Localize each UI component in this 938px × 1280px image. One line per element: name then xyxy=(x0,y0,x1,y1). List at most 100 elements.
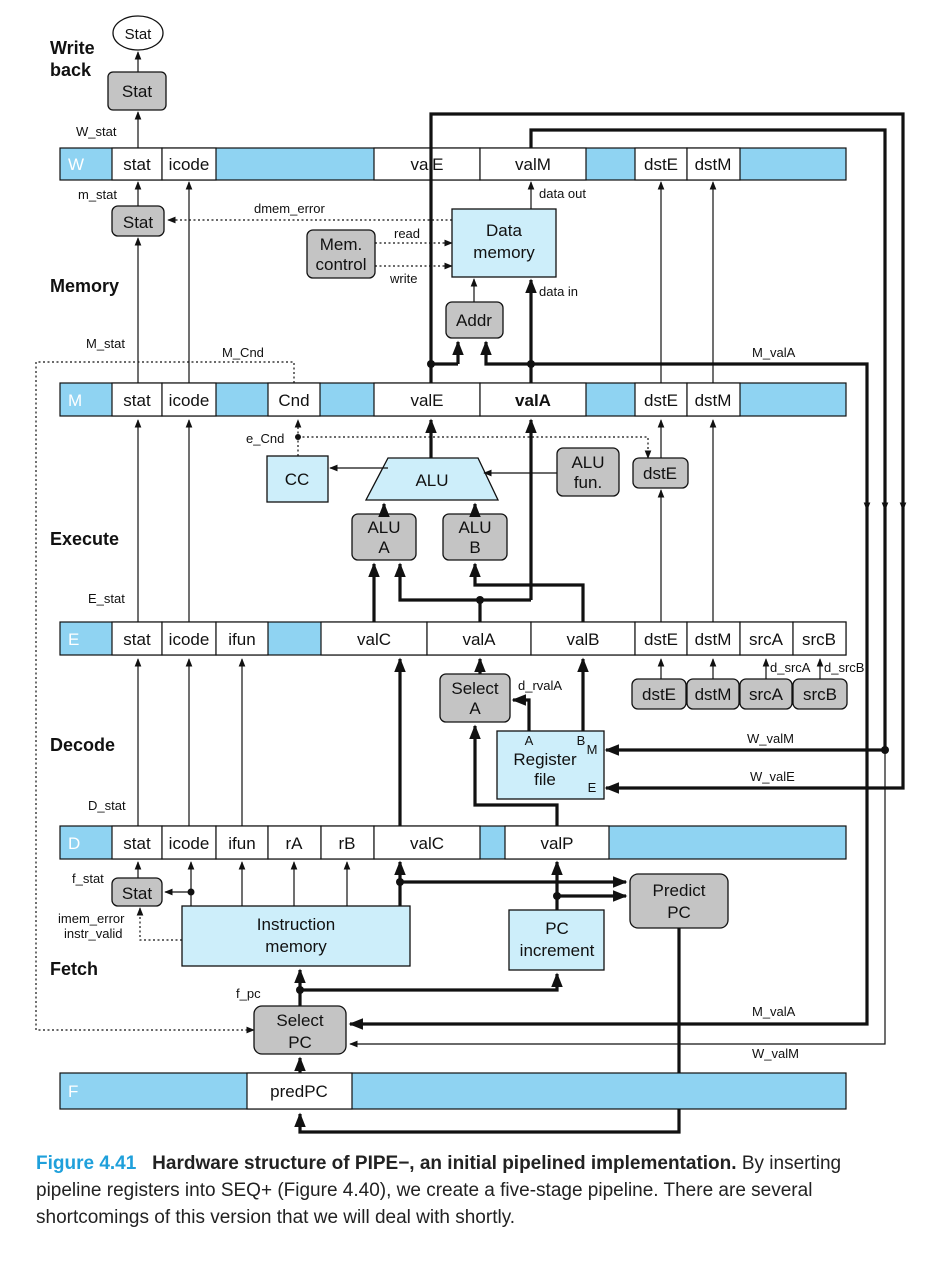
regfile-port-E: E xyxy=(588,780,597,795)
select-a-label-1: Select xyxy=(451,679,499,698)
dstE-execute-label: dstE xyxy=(643,464,677,483)
alu-a-block: ALU A xyxy=(351,513,417,561)
D-field-ifun: ifun xyxy=(228,834,255,853)
signal-dmem_error: dmem_error xyxy=(254,201,325,216)
signal-D_stat: D_stat xyxy=(88,798,126,813)
stat-fetch-block: Stat xyxy=(111,877,163,907)
alu-b-block: ALU B xyxy=(442,513,508,561)
data-memory-label-2: memory xyxy=(473,243,535,262)
stage-label-memory: Memory xyxy=(50,276,119,296)
E-field-srcB: srcB xyxy=(802,630,836,649)
instruction-memory-label-1: Instruction xyxy=(257,915,335,934)
M-field-icode: icode xyxy=(169,391,210,410)
stage-label-writeback-2: back xyxy=(50,60,92,80)
mem-control-block: Mem. control xyxy=(306,229,376,279)
E-field-valC: valC xyxy=(357,630,391,649)
select-a-label-2: A xyxy=(469,699,481,718)
alu-block: ALU xyxy=(364,457,500,501)
alu-b-label-2: B xyxy=(469,538,480,557)
register-file-block: A B M E Register file xyxy=(496,730,605,800)
stage-label-writeback-1: Write xyxy=(50,38,95,58)
alu-fun-block: ALU fun. xyxy=(556,447,620,497)
stat-memory-block: Stat xyxy=(111,205,165,237)
signal-M_stat: M_stat xyxy=(86,336,125,351)
stat-fetch-label: Stat xyxy=(122,884,153,903)
register-file-label-2: file xyxy=(534,770,556,789)
signal-M_valA-top: M_valA xyxy=(752,345,796,360)
signal-instr_valid: instr_valid xyxy=(64,926,123,941)
stage-label-decode: Decode xyxy=(50,735,115,755)
M-field-valA: valA xyxy=(515,391,551,410)
E-field-icode: icode xyxy=(169,630,210,649)
D-field-rB: rB xyxy=(339,834,356,853)
signal-read: read xyxy=(394,226,420,241)
M-field-valE: valE xyxy=(410,391,443,410)
caption-body: By inserting pipeline registers into SEQ… xyxy=(36,1153,842,1228)
stat-output-ellipse xyxy=(112,15,164,51)
register-F-name: F xyxy=(68,1082,78,1101)
predict-pc-label-2: PC xyxy=(667,903,691,922)
signal-m_stat: m_stat xyxy=(78,187,117,202)
select-pc-block: Select PC xyxy=(253,1005,347,1055)
cc-block: CC xyxy=(266,455,329,503)
data-memory-label-1: Data xyxy=(486,221,522,240)
signal-data-in: data in xyxy=(539,284,578,299)
signal-M_Cnd: M_Cnd xyxy=(222,345,264,360)
mem-control-label-2: control xyxy=(315,255,366,274)
signal-e_Cnd: e_Cnd xyxy=(246,431,284,446)
alu-label: ALU xyxy=(415,471,448,490)
pc-increment-label-1: PC xyxy=(545,919,569,938)
M-field-stat: stat xyxy=(123,391,151,410)
decode-dstE-label: dstE xyxy=(642,685,676,704)
E-field-dstM: dstM xyxy=(695,630,732,649)
regfile-port-M: M xyxy=(587,742,598,757)
pipeline-register-E: E stat icode ifun valC valA valB dstE ds… xyxy=(59,621,847,656)
stage-label-execute: Execute xyxy=(50,529,119,549)
signal-W_valE-decode: W_valE xyxy=(750,769,795,784)
pipe-minus-diagram: Write back Memory Execute Decode Fetch S… xyxy=(35,15,907,1134)
pipeline-register-D: D stat icode ifun rA rB valC valP xyxy=(59,825,847,860)
M-field-Cnd: Cnd xyxy=(278,391,309,410)
stat-writeback-label: Stat xyxy=(122,82,153,101)
pc-increment-block: PC increment xyxy=(508,909,605,971)
E-field-srcA: srcA xyxy=(749,630,784,649)
M-field-dstE: dstE xyxy=(644,391,678,410)
D-field-icode: icode xyxy=(169,834,210,853)
signal-W_valM-decode: W_valM xyxy=(747,731,794,746)
decode-srcA-label: srcA xyxy=(749,685,784,704)
alu-b-label-1: ALU xyxy=(458,518,491,537)
W-field-valM: valM xyxy=(515,155,551,174)
W-field-valE: valE xyxy=(410,155,443,174)
signal-f_pc: f_pc xyxy=(236,986,261,1001)
caption-title: Hardware structure of PIPE−, an initial … xyxy=(152,1153,737,1174)
signal-E_stat: E_stat xyxy=(88,591,125,606)
stage-label-fetch: Fetch xyxy=(50,959,98,979)
mem-control-label-1: Mem. xyxy=(320,235,363,254)
instruction-memory-label-2: memory xyxy=(265,937,327,956)
signal-M_valA-fetch: M_valA xyxy=(752,1004,796,1019)
alu-a-label-2: A xyxy=(378,538,390,557)
alu-a-label-1: ALU xyxy=(367,518,400,537)
regfile-port-B: B xyxy=(577,733,586,748)
register-E-name: E xyxy=(68,630,79,649)
figure-caption: Figure 4.41 Hardware structure of PIPE−,… xyxy=(36,1150,911,1231)
data-memory-block: Data memory xyxy=(451,208,557,278)
D-field-valC: valC xyxy=(410,834,444,853)
signal-W_valM-fetch: W_valM xyxy=(752,1046,799,1061)
W-field-dstM: dstM xyxy=(695,155,732,174)
pc-increment-label-2: increment xyxy=(520,941,595,960)
dstE-execute-block: dstE xyxy=(632,457,689,489)
cc-label: CC xyxy=(285,470,310,489)
register-W-name: W xyxy=(68,155,84,174)
register-file-label-1: Register xyxy=(513,750,577,769)
predict-pc-block: Predict PC xyxy=(629,873,729,929)
alu-fun-label-1: ALU xyxy=(571,453,604,472)
alu-fun-label-2: fun. xyxy=(574,473,602,492)
W-field-icode: icode xyxy=(169,155,210,174)
E-field-stat: stat xyxy=(123,630,151,649)
signal-d_rvalA: d_rvalA xyxy=(518,678,562,693)
D-field-stat: stat xyxy=(123,834,151,853)
select-pc-label-2: PC xyxy=(288,1033,312,1052)
signal-W_stat: W_stat xyxy=(76,124,117,139)
register-D-name: D xyxy=(68,834,80,853)
